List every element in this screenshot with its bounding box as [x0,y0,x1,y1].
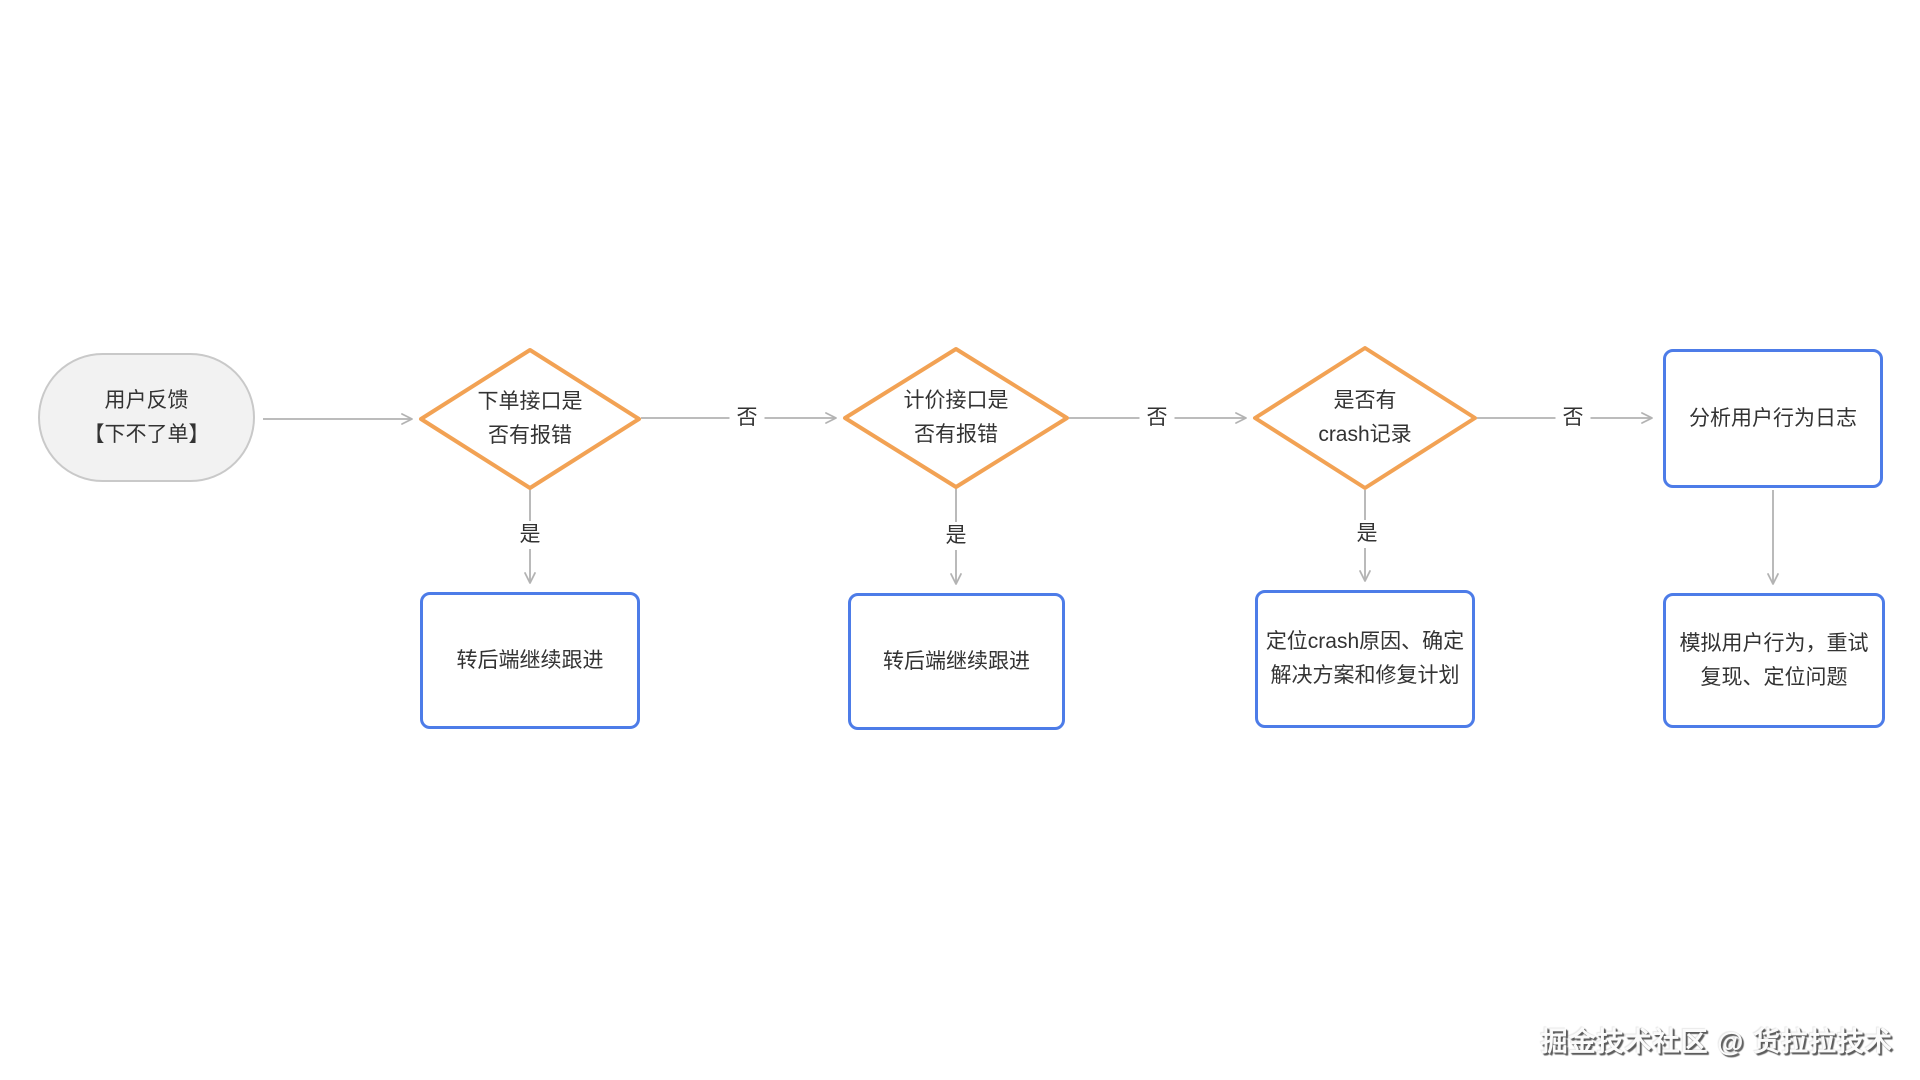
edge-label-no-2: 否 [1139,404,1175,432]
start-text-line2: 【下不了单】 [83,422,210,446]
process-text-line1: 转后端继续跟进 [456,648,604,672]
process-text-line2: 复现、定位问题 [1700,665,1848,689]
decision-pricing-api-error: 计价接口是 否有报错 [845,349,1067,487]
edge-label-yes-1: 是 [512,521,548,549]
decision-text-line2: 否有报错 [488,424,572,447]
edge-label-yes-2: 是 [938,522,974,550]
process-text-line1: 分析用户行为日志 [1689,406,1857,430]
decision1-diamond-shape [419,348,641,490]
edge-label-yes-3: 是 [1349,520,1385,548]
decision-text-line2: 否有报错 [914,423,998,446]
decision-text-line1: 计价接口是 [903,389,1009,412]
decision-text-line1: 是否有 [1333,389,1397,412]
node-start-user-feedback: 用户反馈 【下不了单】 [38,353,255,482]
process-text-line1: 转后端继续跟进 [883,649,1030,673]
decision-text-line1: 下单接口是 [477,390,583,413]
decision3-diamond-shape [1253,346,1477,490]
start-text-line1: 用户反馈 [104,388,189,412]
process-text-line1: 模拟用户行为，重试 [1679,631,1869,655]
decision2-diamond-shape [843,347,1069,489]
process-simulate-user-behavior: 模拟用户行为，重试 复现、定位问题 [1663,593,1885,728]
process-locate-crash-cause: 定位crash原因、确定 解决方案和修复计划 [1255,590,1475,728]
decision-crash-record: 是否有 crash记录 [1255,348,1475,488]
decision-order-api-error: 下单接口是 否有报错 [421,350,639,488]
edge-label-no-1: 否 [729,404,765,432]
process-backend-followup-2: 转后端继续跟进 [848,593,1065,730]
process-text-line1: 定位crash原因、确定 [1265,630,1465,653]
process-text-line2: 解决方案和修复计划 [1270,664,1460,687]
watermark-text: 掘金技术社区 @ 货拉拉技术 [1540,1027,1893,1057]
process-analyze-user-logs: 分析用户行为日志 [1663,349,1883,488]
edge-label-no-3: 否 [1555,404,1591,432]
decision-text-line2: crash记录 [1318,423,1412,446]
process-backend-followup-1: 转后端继续跟进 [420,592,640,729]
